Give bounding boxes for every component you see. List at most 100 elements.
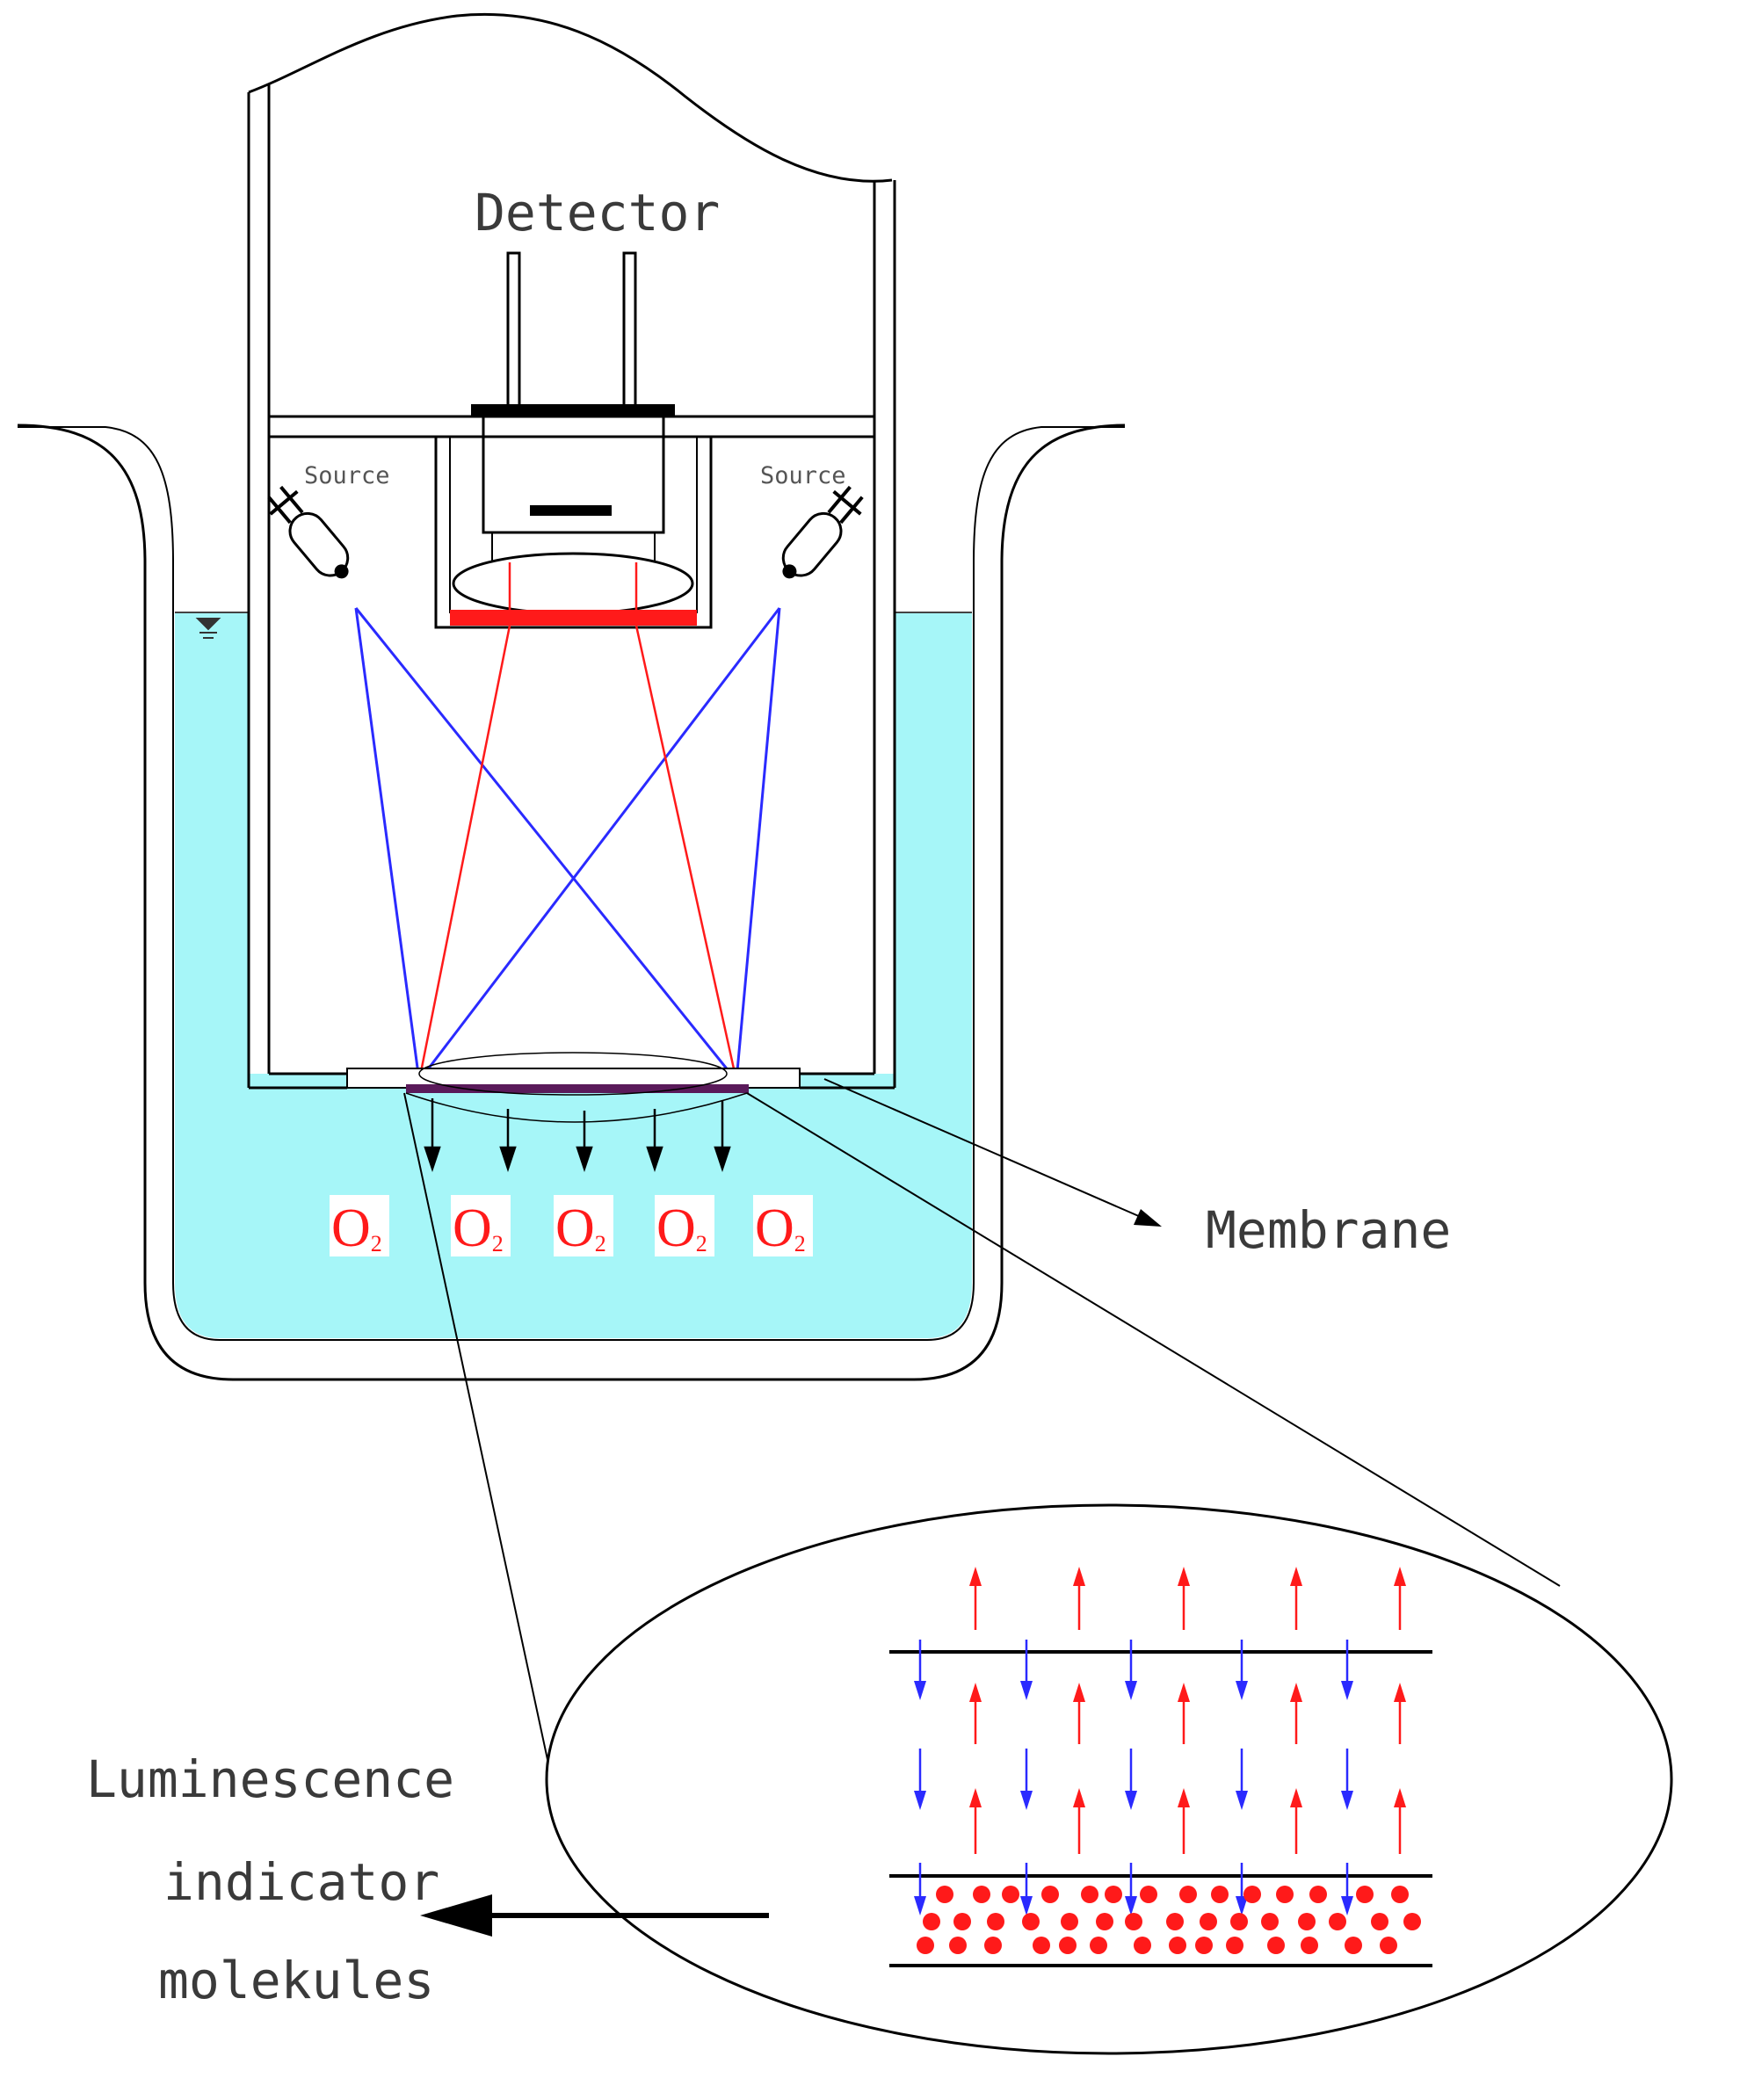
indicator-molecule <box>1301 1937 1318 1954</box>
excitation-arrowhead <box>914 1681 926 1700</box>
detector-pin-right <box>622 251 637 409</box>
emission-arrowhead <box>969 1788 982 1807</box>
indicator-molecule <box>973 1886 990 1903</box>
luminescence-label-line1: Luminescence <box>86 1749 454 1809</box>
indicator-molecule <box>936 1886 953 1903</box>
indicator-molecule <box>949 1937 967 1954</box>
indicator-molecule <box>987 1913 1004 1930</box>
indicator-molecule <box>1380 1937 1397 1954</box>
svg-text:O2: O2 <box>453 1198 504 1258</box>
excitation-arrowhead <box>914 1791 926 1810</box>
emission-arrowhead <box>1178 1788 1190 1807</box>
emission-arrowhead <box>1394 1567 1406 1586</box>
luminescence-pointer <box>420 1894 769 1937</box>
indicator-molecule <box>984 1937 1002 1954</box>
indicator-molecule <box>1033 1937 1050 1954</box>
indicator-molecule <box>1059 1937 1077 1954</box>
emission-light-paths <box>417 562 738 1082</box>
excitation-arrowhead <box>1125 1896 1137 1915</box>
excitation-arrowhead <box>1341 1896 1353 1915</box>
source-left-label: Source <box>304 462 390 489</box>
detector-lens <box>452 552 694 615</box>
light-source-left <box>267 485 350 579</box>
o2-label: O2 <box>655 1195 714 1258</box>
zoom-ellipse <box>545 1503 1673 2055</box>
luminescence-label-line3: molekules <box>158 1951 434 2010</box>
indicator-molecule <box>1041 1886 1059 1903</box>
probe-housing <box>247 12 896 1090</box>
membrane-pointer <box>823 1078 1162 1227</box>
excitation-ray <box>417 607 781 1082</box>
emission-arrowhead <box>1394 1788 1406 1807</box>
beaker <box>17 424 1126 1381</box>
indicator-molecule <box>1081 1886 1098 1903</box>
indicator-molecule <box>1261 1913 1279 1930</box>
indicator-molecule <box>1329 1913 1346 1930</box>
excitation-light-paths <box>354 607 781 1082</box>
light-source-right <box>781 485 864 579</box>
indicator-molecule <box>1166 1913 1184 1930</box>
indicator-molecule <box>1403 1913 1421 1930</box>
indicator-molecule <box>1391 1886 1409 1903</box>
indicator-molecule <box>1061 1913 1078 1930</box>
indicator-molecule <box>1169 1937 1186 1954</box>
excitation-arrowhead <box>1236 1791 1248 1810</box>
emission-arrowhead <box>1178 1567 1190 1586</box>
svg-text:O2: O2 <box>755 1198 806 1258</box>
indicator-molecule <box>1226 1937 1243 1954</box>
indicator-molecule <box>953 1913 971 1930</box>
o2-arrow <box>714 1100 731 1172</box>
indicator-molecule <box>1140 1886 1157 1903</box>
zoom-lines <box>403 1092 1561 1789</box>
indicator-molecule <box>1179 1886 1197 1903</box>
source-right-label: Source <box>760 462 846 489</box>
excitation-ray <box>354 607 421 1082</box>
indicator-molecule <box>1345 1937 1362 1954</box>
water <box>175 612 972 1338</box>
water-level-icon <box>195 618 221 639</box>
detector-label: Detector <box>475 183 720 243</box>
excitation-arrowhead <box>1341 1681 1353 1700</box>
svg-text:O2: O2 <box>555 1198 606 1258</box>
svg-text:O2: O2 <box>331 1198 382 1258</box>
zoom-content <box>889 1567 1432 1967</box>
membrane-label: Membrane <box>1206 1200 1451 1260</box>
emission-arrowhead <box>1073 1788 1085 1807</box>
emission-arrowhead <box>1394 1683 1406 1702</box>
o2-labels: O2 O2 O2 O2 O2 <box>330 1195 813 1258</box>
excitation-arrowhead <box>1020 1896 1033 1915</box>
luminescence-label-line2: indicator <box>163 1852 439 1912</box>
emission-arrowhead <box>1073 1567 1085 1586</box>
emission-arrowhead <box>1073 1683 1085 1702</box>
o2-arrow <box>646 1109 663 1172</box>
indicator-molecule <box>1195 1937 1213 1954</box>
emission-arrowhead <box>1290 1788 1302 1807</box>
indicator-molecule <box>1267 1937 1285 1954</box>
emission-ray <box>417 625 511 1082</box>
o2-arrow <box>499 1109 517 1172</box>
excitation-arrowhead <box>1125 1791 1137 1810</box>
excitation-arrowhead <box>914 1896 926 1915</box>
o2-arrow <box>424 1098 441 1172</box>
detector-pin-left <box>506 251 521 409</box>
o2-label: O2 <box>451 1195 511 1258</box>
excitation-arrowhead <box>1236 1681 1248 1700</box>
indicator-molecule <box>1090 1937 1107 1954</box>
o2-label: O2 <box>330 1195 389 1258</box>
indicator-molecule <box>1022 1913 1040 1930</box>
excitation-arrowhead <box>1341 1791 1353 1810</box>
excitation-ray <box>735 607 781 1082</box>
o2-label: O2 <box>753 1195 813 1258</box>
indicator-molecule <box>1125 1913 1142 1930</box>
indicator-molecule <box>917 1937 934 1954</box>
emission-arrowhead <box>969 1683 982 1702</box>
o2-label: O2 <box>554 1195 613 1258</box>
excitation-arrowhead <box>1236 1896 1248 1915</box>
indicator-molecule <box>1211 1886 1229 1903</box>
indicator-molecule <box>1243 1886 1261 1903</box>
excitation-arrowhead <box>1020 1681 1033 1700</box>
indicator-molecule <box>923 1913 940 1930</box>
excitation-arrowhead <box>1020 1791 1033 1810</box>
indicator-molecule <box>1002 1886 1019 1903</box>
